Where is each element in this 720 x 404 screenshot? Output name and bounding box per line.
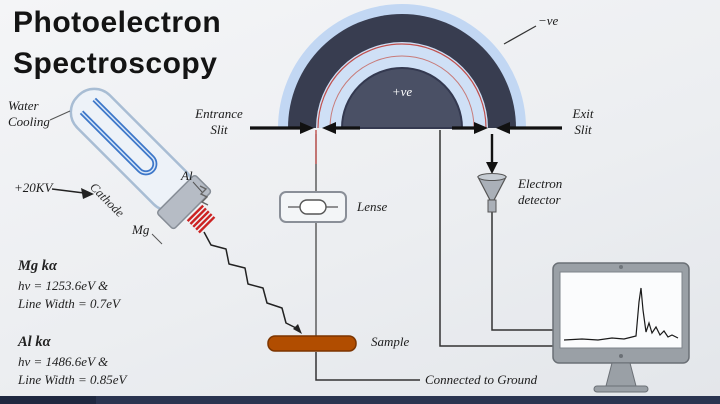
electron-detector-label: Electron detector: [518, 176, 563, 208]
al-kalpha-energy: hν = 1486.6eV &: [18, 354, 109, 369]
electron-trajectory-inner: [329, 55, 475, 129]
anode-cap: [156, 174, 212, 230]
ground-wire: [315, 352, 420, 381]
exit-slit-right-arrowhead: [496, 122, 510, 134]
electrostatic-lens: [279, 191, 347, 223]
entrance-slit-right-arrowhead: [322, 122, 336, 134]
mg-kalpha-width: Line Width = 0.7eV: [18, 296, 120, 312]
voltage-label: +20KV: [14, 180, 53, 195]
xray-tube: [69, 87, 216, 234]
analyzer-signal-wire: [439, 130, 556, 347]
slit-arrows: [250, 122, 562, 174]
detector-signal-wire: [491, 212, 556, 331]
negative-plate-pointer-line: [503, 25, 537, 45]
exit-slit-label: Exit Slit: [572, 106, 594, 138]
xps-spectrum-trace: [563, 287, 679, 341]
electron-trajectory-outer: [317, 43, 487, 129]
photon-wavy-line: [203, 231, 297, 329]
al-pointer-line: [192, 181, 203, 193]
analyzer-inner-plate: [340, 67, 464, 129]
electron-detector: [477, 173, 507, 213]
voltage-arrow-line: [51, 188, 85, 194]
computer-monitor: [552, 262, 690, 393]
detector-stem: [487, 199, 497, 213]
water-cooling-label: Water Cooling: [8, 98, 50, 130]
video-progress-bar[interactable]: [0, 396, 720, 404]
xray-photon-path: [203, 231, 302, 334]
al-kalpha-width: Line Width = 0.85eV: [18, 372, 127, 388]
exit-slit-left-arrowhead: [474, 122, 488, 134]
monitor-stand-neck: [605, 362, 637, 387]
detector-funnel-mouth: [477, 173, 507, 181]
title-line-1: Photoelectron: [13, 6, 222, 39]
entrance-slit-label: Entrance Slit: [195, 106, 243, 138]
mg-filament-coil: [186, 204, 216, 234]
al-kalpha-block: Al kα hν = 1486.6eV & Line Width = 0.85e…: [18, 334, 126, 389]
mg-kalpha-block: Mg kα hν = 1253.6eV & Line Width = 0.7eV: [18, 258, 120, 313]
mg-anode-label: Mg: [132, 222, 150, 237]
video-progress-played: [0, 396, 96, 404]
al-kalpha-name: Al kα: [18, 334, 51, 350]
detector-down-arrowhead: [486, 162, 498, 174]
title-line-2: Spectroscopy: [13, 47, 218, 81]
beam-and-wiring: [315, 130, 556, 381]
hemispherical-analyzer: [278, 4, 537, 129]
lens-element: [299, 199, 327, 215]
voltage-arrowhead: [81, 188, 94, 199]
entrance-slit-left-arrowhead: [300, 122, 314, 134]
ground-label: Connected to Ground: [425, 372, 538, 387]
photon-arrowhead: [293, 324, 302, 334]
monitor-screen: [559, 271, 683, 349]
sample-label: Sample: [371, 334, 410, 349]
positive-plate-label: +ve: [391, 84, 413, 99]
monitor-camera-dot: [619, 265, 623, 269]
mg-kalpha-name: Mg kα: [18, 258, 58, 274]
page-title: Photoelectron Spectroscopy: [13, 2, 221, 85]
lens-label: Lense: [357, 199, 388, 214]
al-filament-coil: [199, 185, 209, 206]
sample-bar: [267, 335, 357, 352]
water-cooling-pointer-line: [49, 110, 71, 121]
mg-kalpha-energy: hν = 1253.6eV &: [18, 278, 109, 293]
al-anode-label: Al: [181, 168, 193, 183]
monitor-stand-base: [593, 385, 649, 393]
monitor-power-button: [619, 354, 623, 358]
mg-pointer-line: [151, 233, 163, 245]
negative-plate-label: −ve: [538, 13, 559, 28]
